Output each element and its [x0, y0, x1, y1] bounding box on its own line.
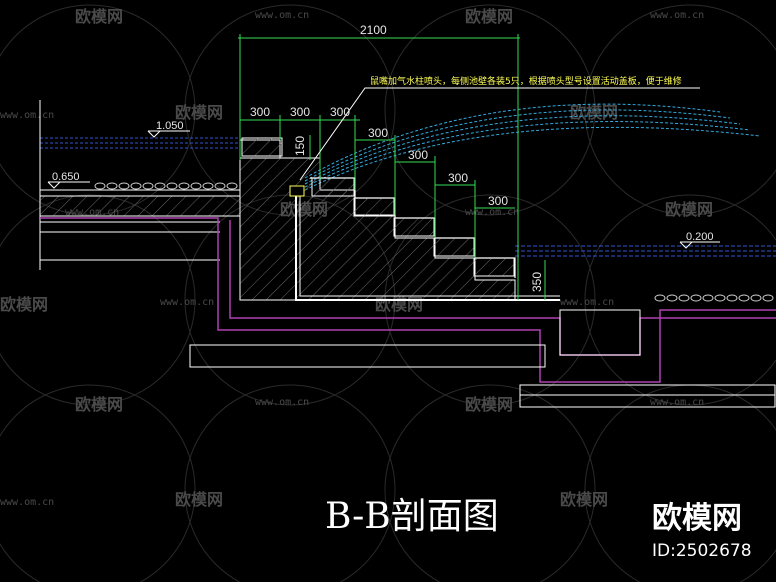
- level-left-deck: 0.650: [47, 171, 90, 189]
- wall-structure: [239, 137, 560, 301]
- watermark-brand-text: 欧模网: [175, 490, 223, 509]
- level-left-deck-text: 0.650: [52, 171, 80, 183]
- watermark-site-text: www.om.cn: [160, 297, 214, 308]
- watermark-brand-text: 欧模网: [465, 395, 513, 414]
- watermark-site-text: www.om.cn: [650, 10, 704, 21]
- nozzle-note: 鼠嘴加气水柱喷头，每侧池壁各装5只，根据喷头型号设置活动盖板，便于维修: [370, 75, 682, 87]
- level-pool-water: 0.200: [679, 231, 720, 249]
- dimension-step-rise: 150: [293, 136, 307, 156]
- foundation: [189, 309, 776, 408]
- dimension-step-run: 300: [448, 171, 468, 185]
- watermark-brand-text: 欧模网: [465, 7, 513, 26]
- watermark-brand-text: 欧模网: [75, 395, 123, 414]
- watermark-site-text: www.om.cn: [560, 297, 614, 308]
- watermark-site-text: www.om.cn: [255, 397, 309, 408]
- watermark-brand-text: 欧模网: [75, 7, 123, 26]
- level-upper: 1.050: [147, 120, 190, 138]
- dimension-pool-depth: 350: [530, 272, 544, 292]
- dimension-step-run: 300: [330, 105, 350, 119]
- dimension-overall-width: 2100: [360, 23, 387, 37]
- watermark-site-text: www.om.cn: [0, 110, 54, 121]
- upper-water-lines: [40, 137, 240, 149]
- section-title: B-B剖面图: [325, 496, 499, 537]
- dimension-step-run: 300: [250, 105, 270, 119]
- watermark-site-text: www.om.cn: [255, 10, 309, 21]
- left-deck: [39, 100, 241, 270]
- level-upper-text: 1.050: [156, 120, 184, 132]
- watermark-site-text: www.om.cn: [0, 497, 54, 508]
- watermark-site-text: www.om.cn: [465, 207, 519, 218]
- dimension-lines: [238, 34, 546, 300]
- pool-gravel: [654, 294, 774, 302]
- note-leader: [299, 87, 700, 181]
- watermark-brand-text: 欧模网: [570, 103, 618, 122]
- pool-water-lines: [515, 245, 776, 257]
- watermark-brand-text: 欧模网: [665, 200, 713, 219]
- watermark-brand-text: 欧模网: [0, 295, 48, 314]
- level-pool-water-text: 0.200: [686, 231, 714, 243]
- dimension-step-run: 300: [408, 148, 428, 162]
- watermark-brand-text: 欧模网: [175, 103, 223, 122]
- watermark-site-text: www.om.cn: [650, 397, 704, 408]
- dimension-step-run: 300: [368, 126, 388, 140]
- dimension-step-run: 300: [290, 105, 310, 119]
- brand-logo: 欧模网: [652, 501, 742, 536]
- watermark-texts: www.om.cn 欧模网 欧模网 www.om.cn www.om.cn 欧模…: [0, 7, 713, 509]
- dimension-step-run: 300: [488, 194, 508, 208]
- spray-jets: [304, 103, 761, 191]
- watermark-brand-text: 欧模网: [560, 490, 608, 509]
- resource-id: ID:2502678: [652, 541, 752, 561]
